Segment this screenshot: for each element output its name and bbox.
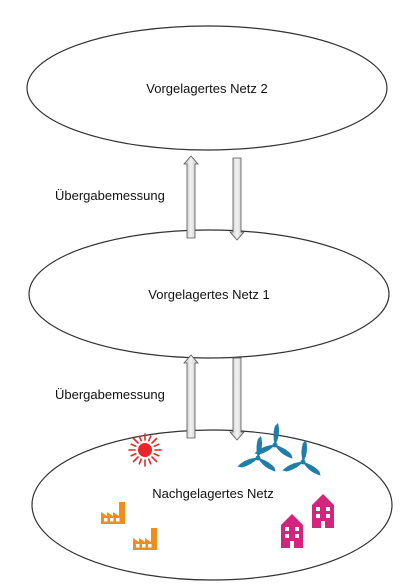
up-arrow-2 (183, 354, 199, 439)
transfer-measurement-label-1: Übergabemessung (55, 188, 165, 203)
sun-icon (128, 433, 162, 467)
upstream-network-2-label: Vorgelagertes Netz 2 (146, 81, 267, 96)
down-arrow-2 (229, 357, 245, 441)
upstream-network-1-ellipse (28, 229, 390, 359)
down-arrow-1 (229, 157, 245, 241)
upstream-network-1-label: Vorgelagertes Netz 1 (148, 287, 269, 302)
transfer-measurement-label-2: Übergabemessung (55, 387, 165, 402)
upstream-network-2-ellipse (26, 25, 388, 151)
downstream-network-label: Nachgelagertes Netz (152, 486, 273, 501)
up-arrow-1 (183, 155, 199, 239)
downstream-network-ellipse (31, 429, 393, 581)
